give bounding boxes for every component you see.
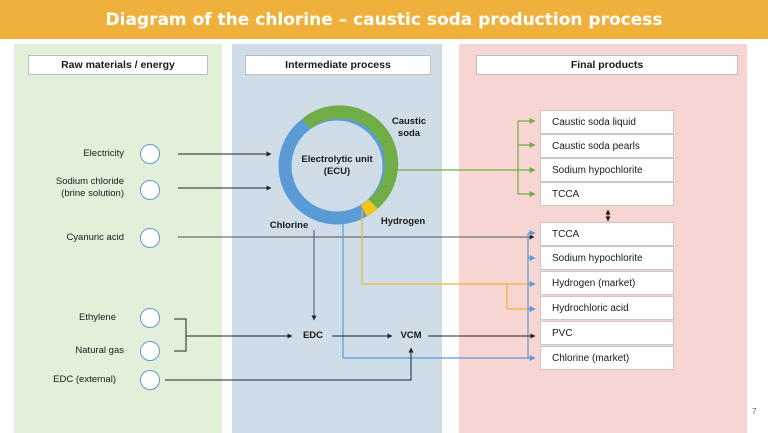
raw-materials-header: Raw materials / energy — [28, 55, 208, 75]
product-tcca-caustic: TCCA — [540, 182, 674, 206]
hydrogen-flow — [361, 210, 536, 287]
edc-external-label: EDC (external) — [53, 374, 116, 385]
ecu-ring-hydrogen-segment — [360, 199, 378, 217]
final-products-header: Final products — [476, 55, 738, 75]
edc-label: EDC — [302, 330, 324, 341]
sodium-chloride-label: Sodium chloride — [55, 176, 124, 187]
sodium-chloride-node — [140, 180, 160, 200]
edc-external-node — [140, 370, 160, 390]
ethylene-node — [140, 308, 160, 328]
page-title: Diagram of the chlorine – caustic soda p… — [0, 0, 768, 39]
caustic-soda-label: Caustic — [391, 116, 427, 127]
cyanuric-acid-node — [140, 228, 160, 248]
product-hydrochloric-acid: Hydrochloric acid — [540, 296, 674, 320]
product-sodium-hypochlorite-caustic: Sodium hypochlorite — [540, 158, 674, 182]
product-sodium-hypochlorite-chlorine: Sodium hypochlorite — [540, 246, 674, 270]
chlorine-flow — [342, 220, 528, 359]
vcm-label: VCM — [400, 330, 422, 341]
ecu-abbrev-label: (ECU) — [323, 166, 351, 177]
electricity-node — [140, 144, 160, 164]
chlorine-label: Chlorine — [269, 220, 309, 231]
cyanuric-acid-label: Cyanuric acid — [66, 232, 124, 243]
product-caustic-soda-pearls: Caustic soda pearls — [540, 134, 674, 158]
page-number: 7 — [752, 407, 757, 416]
natural-gas-label: Natural gas — [75, 345, 124, 356]
product-tcca-chlorine: TCCA — [540, 222, 674, 246]
edc-external-arrow — [165, 347, 414, 381]
raw-materials-panel — [14, 44, 222, 433]
electricity-label: Electricity — [83, 148, 124, 159]
product-pvc: PVC — [540, 321, 674, 345]
intermediate-header: Intermediate process — [245, 55, 431, 75]
ethylene-bracket — [174, 318, 187, 352]
product-chlorine-market: Chlorine (market) — [540, 346, 674, 370]
product-hydrogen-market: Hydrogen (market) — [540, 271, 674, 295]
brine-solution-label: (brine solution) — [61, 188, 124, 199]
hydrogen-label: Hydrogen — [380, 216, 426, 227]
ecu-ring-caustic-segment — [301, 105, 399, 209]
caustic-soda-label-line2: soda — [397, 128, 421, 139]
product-caustic-soda-liquid: Caustic soda liquid — [540, 110, 674, 134]
natural-gas-node — [140, 341, 160, 361]
ethylene-label: Ethylene — [79, 312, 116, 323]
ecu-label: Electrolytic unit — [301, 154, 373, 165]
